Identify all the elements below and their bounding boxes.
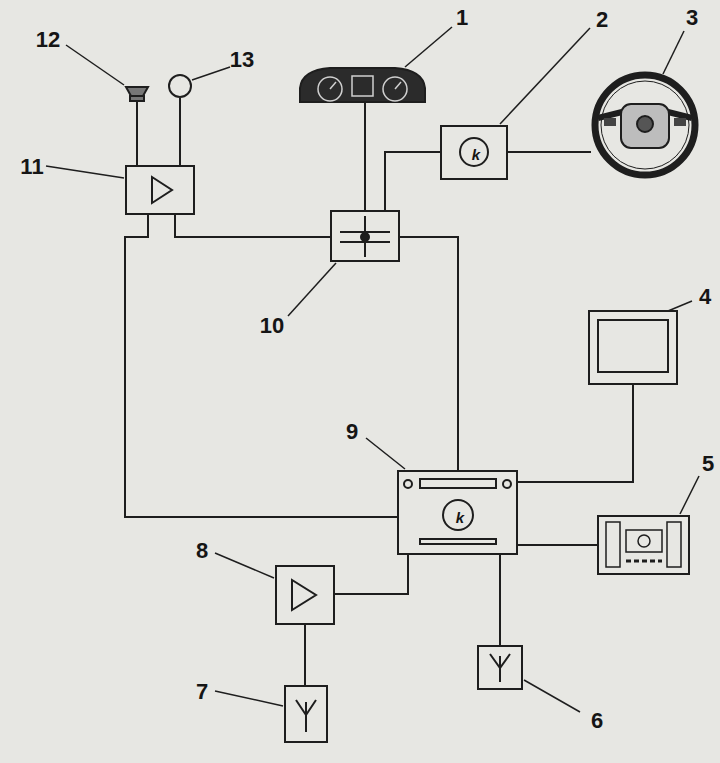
amplifier-symbol xyxy=(292,580,316,610)
instrument-cluster: 1 xyxy=(300,68,425,102)
wire-connector xyxy=(136,102,138,165)
display xyxy=(352,76,373,96)
wheel-hub xyxy=(621,104,669,148)
control-unit: 2k xyxy=(440,125,508,180)
radio-buttons xyxy=(667,522,681,567)
wire-connector xyxy=(364,102,366,210)
callout-number: 3 xyxy=(686,7,698,29)
disc-slot xyxy=(420,479,496,488)
callout-number: 11 xyxy=(20,156,43,178)
wire-connector xyxy=(335,555,408,594)
speaker-base xyxy=(130,96,144,101)
wheel-button xyxy=(604,118,616,126)
radio-panel: 5 xyxy=(597,515,690,575)
callout-number: 8 xyxy=(196,540,208,562)
callout-number: 10 xyxy=(260,315,284,337)
junction-dot xyxy=(361,233,369,241)
needle xyxy=(395,82,401,89)
wire-connector xyxy=(508,151,591,153)
wheel-button xyxy=(674,118,686,126)
steering-wheel xyxy=(595,75,695,175)
leader-line xyxy=(500,28,590,124)
antenna-unit: 6 xyxy=(477,645,523,690)
leader-line xyxy=(405,27,452,67)
wire-connector xyxy=(175,215,330,237)
head-knob xyxy=(503,480,511,488)
wire-connector xyxy=(304,625,306,685)
junction-box: 10 xyxy=(330,210,400,262)
leader-line xyxy=(366,438,405,469)
radio-keys xyxy=(626,560,662,563)
wire-connector xyxy=(518,544,597,546)
leader-line xyxy=(192,67,230,80)
callout-number: 4 xyxy=(699,286,711,308)
wire-connector xyxy=(400,237,458,470)
symbol-letter: k xyxy=(472,147,480,162)
callout-number: 6 xyxy=(591,710,603,732)
radio-knob xyxy=(638,535,650,547)
microphone-symbol xyxy=(169,75,191,97)
callout-number: 12 xyxy=(36,29,60,51)
antenna-unit: 7 xyxy=(284,685,328,743)
pictograms xyxy=(126,68,695,732)
callout-number: 5 xyxy=(702,453,714,475)
antenna-symbol xyxy=(296,700,316,732)
callout-number: 7 xyxy=(196,681,208,703)
gauge xyxy=(318,77,342,101)
leader-line xyxy=(46,166,124,178)
audio-amplifier: 11 xyxy=(125,165,195,215)
radio-buttons xyxy=(606,522,620,567)
head-knob xyxy=(404,480,412,488)
gauge xyxy=(383,77,407,101)
callout-number: 1 xyxy=(456,7,468,29)
antenna-amplifier: 8 xyxy=(275,565,335,625)
wire-connector xyxy=(179,98,181,165)
antenna-symbol xyxy=(490,654,510,682)
leader-line xyxy=(680,476,699,514)
wire-connector xyxy=(499,555,501,645)
wire-connector xyxy=(518,385,633,482)
head-unit: 9k xyxy=(397,470,518,555)
steering-wheel: 3 xyxy=(591,71,699,179)
hub-logo xyxy=(637,116,653,132)
needle xyxy=(330,82,336,89)
leader-lines xyxy=(46,27,699,712)
leader-line xyxy=(215,691,283,706)
wire-connector xyxy=(385,152,440,210)
speaker-symbol xyxy=(126,87,148,96)
amplifier-symbol xyxy=(152,177,172,203)
radio-display xyxy=(626,530,662,552)
symbol-letter: k xyxy=(456,510,464,525)
instrument-cluster xyxy=(300,68,425,102)
monitor: 4 xyxy=(588,310,678,385)
leader-line xyxy=(663,31,684,74)
card-slot xyxy=(420,539,496,544)
microphone: 13 xyxy=(168,74,192,98)
leader-line xyxy=(524,680,580,712)
control-circle xyxy=(443,500,473,530)
callout-number: 9 xyxy=(346,421,358,443)
leader-line xyxy=(66,45,124,85)
leader-line xyxy=(215,553,274,578)
callout-number: 13 xyxy=(230,49,254,71)
wheel-rim xyxy=(601,81,689,169)
callout-number: 2 xyxy=(596,9,608,31)
monitor-screen xyxy=(598,320,668,372)
leader-line xyxy=(288,263,336,316)
speaker: 12 xyxy=(124,84,150,102)
control-circle xyxy=(460,138,488,166)
